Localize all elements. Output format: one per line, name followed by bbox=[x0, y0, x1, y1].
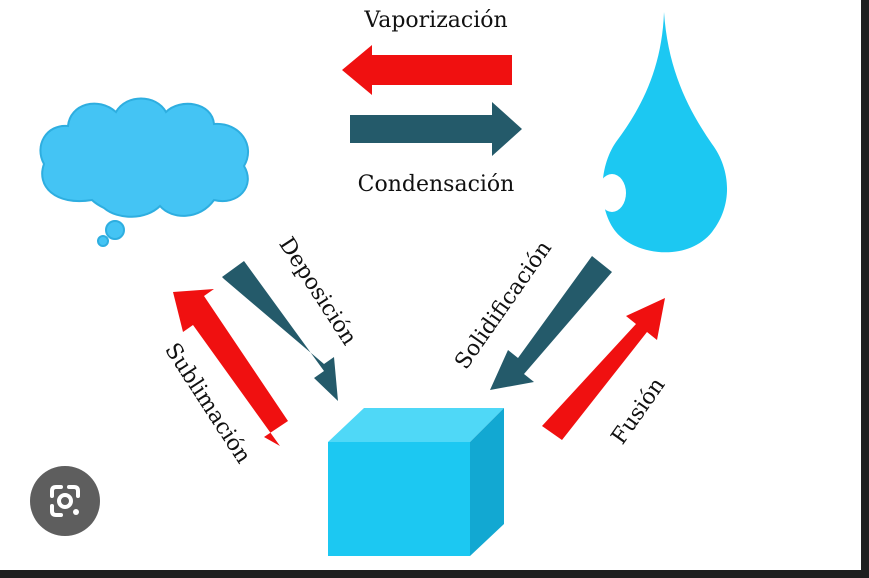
water-drop-icon bbox=[598, 12, 728, 253]
condensation-label: Condensación bbox=[358, 172, 515, 197]
solidification-arrow bbox=[490, 256, 612, 390]
google-lens-icon bbox=[50, 485, 80, 517]
cloud-icon bbox=[39, 97, 250, 247]
lens-button[interactable] bbox=[30, 466, 100, 536]
sublimation-arrow bbox=[173, 289, 288, 446]
deposition-arrow bbox=[222, 261, 338, 401]
deposition-label: Deposición bbox=[273, 233, 361, 350]
fusion-arrow bbox=[542, 298, 665, 440]
diagram-canvas: Vaporización Condensación Deposición Sub… bbox=[0, 0, 861, 570]
vaporization-arrow bbox=[342, 45, 512, 95]
ice-cube-icon bbox=[328, 408, 504, 556]
vaporization-label: Vaporización bbox=[363, 8, 507, 33]
states-of-matter-diagram: Vaporización Condensación Deposición Sub… bbox=[39, 8, 728, 556]
condensation-arrow bbox=[350, 102, 522, 156]
fusion-label: Fusión bbox=[607, 373, 671, 449]
